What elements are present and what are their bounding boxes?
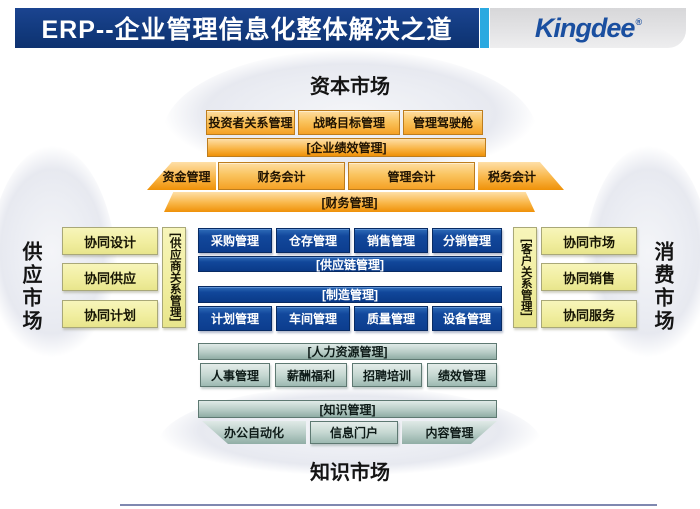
box-sales-mgmt: 销售管理 xyxy=(354,228,428,253)
box-distribution: 分销管理 xyxy=(432,228,502,253)
bar-manufacturing: [制造管理] xyxy=(198,286,502,303)
box-strategic-goals: 战略目标管理 xyxy=(298,110,400,135)
box-collab-sales: 协同销售 xyxy=(541,263,637,291)
slide-title: ERP--企业管理信息化整体解决之道 xyxy=(41,16,453,44)
bar-customer-relationship: [客户关系管理] xyxy=(513,227,537,328)
box-office-automation: 办公自动化 xyxy=(202,421,306,444)
capital-market-title: 资本市场 xyxy=(310,76,390,98)
bar-knowledge-management: [知识管理] xyxy=(198,400,497,418)
box-investor-relations: 投资者关系管理 xyxy=(206,110,295,135)
box-collab-planning: 协同计划 xyxy=(62,300,158,328)
kingdee-logo: Kingdee® xyxy=(490,8,686,48)
box-equipment: 设备管理 xyxy=(432,306,502,331)
box-planning: 计划管理 xyxy=(198,306,272,331)
footer-divider xyxy=(120,504,657,506)
kingdee-logo-text: Kingdee xyxy=(534,12,636,43)
box-content-management: 内容管理 xyxy=(402,421,497,444)
box-recruit-training: 招聘培训 xyxy=(352,363,422,387)
box-financial-accounting: 财务会计 xyxy=(218,162,345,190)
knowledge-market-title: 知识市场 xyxy=(310,462,390,484)
box-performance-mgmt: 绩效管理 xyxy=(427,363,497,387)
box-quality: 质量管理 xyxy=(354,306,428,331)
box-collab-service: 协同服务 xyxy=(541,300,637,328)
box-collab-marketing: 协同市场 xyxy=(541,227,637,255)
registered-mark: ® xyxy=(635,17,642,27)
box-procurement: 采购管理 xyxy=(198,228,272,253)
box-collab-supply: 协同供应 xyxy=(62,263,158,291)
slide-title-bar: ERP--企业管理信息化整体解决之道 xyxy=(15,8,479,48)
box-tax-accounting: 税务会计 xyxy=(478,162,564,190)
box-payroll-benefits: 薪酬福利 xyxy=(275,363,347,387)
box-personnel: 人事管理 xyxy=(200,363,270,387)
box-collab-design: 协同设计 xyxy=(62,227,158,255)
box-shopfloor: 车间管理 xyxy=(276,306,350,331)
header-accent-stripe xyxy=(480,8,489,48)
bar-enterprise-performance: [企业绩效管理] xyxy=(207,138,486,157)
box-management-accounting: 管理会计 xyxy=(348,162,475,190)
consumer-market-title: 消费市场 xyxy=(651,241,673,333)
bar-finance-management: [财务管理] xyxy=(164,192,535,212)
box-information-portal: 信息门户 xyxy=(310,421,398,444)
bar-supply-chain: [供应链管理] xyxy=(198,256,502,272)
box-warehouse: 仓存管理 xyxy=(276,228,350,253)
bar-supplier-relationship: [供应商关系管理] xyxy=(162,227,186,328)
box-management-cockpit: 管理驾驶舱 xyxy=(403,110,483,135)
supply-market-title: 供应市场 xyxy=(19,241,41,333)
box-treasury-management: 资金管理 xyxy=(147,162,216,190)
bar-human-resources: [人力资源管理] xyxy=(198,343,497,360)
